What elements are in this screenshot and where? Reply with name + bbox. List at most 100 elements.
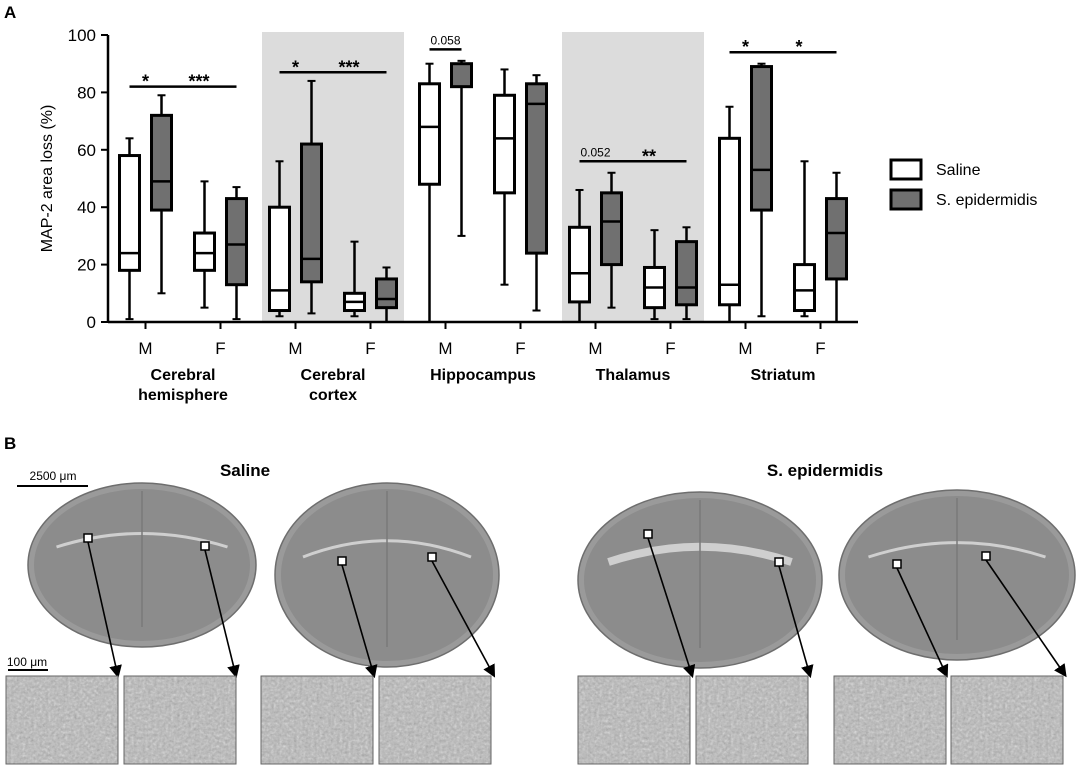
thumbnail-texture — [379, 676, 491, 764]
y-tick-label: 60 — [77, 141, 96, 160]
region-marker — [892, 559, 902, 569]
box-body — [493, 93, 516, 195]
box-body — [118, 154, 141, 272]
group-label: Thalamus — [596, 367, 671, 384]
significance-label: *** — [188, 72, 209, 92]
thumbnail-border — [260, 675, 374, 765]
thumbnail-texture — [578, 676, 690, 764]
x-tick-label: M — [438, 339, 452, 358]
region-arrow — [896, 567, 949, 678]
scalebar-large-label: 2500 μm — [30, 469, 77, 483]
x-tick-label: M — [138, 339, 152, 358]
box-saline — [793, 160, 816, 318]
region-marker — [774, 557, 784, 567]
legend-swatch — [889, 188, 923, 211]
thumbnail-border — [378, 675, 492, 765]
y-tick-label: 40 — [77, 198, 96, 217]
region-marker — [83, 533, 93, 543]
region-marker — [427, 552, 437, 562]
micrograph-thumbnail-image — [5, 675, 119, 765]
brain-section-image — [838, 489, 1076, 678]
x-tick-label: F — [665, 339, 675, 358]
significance-label: *** — [338, 57, 359, 77]
x-tick-label: M — [288, 339, 302, 358]
group-label: Striatum — [751, 367, 816, 384]
brain-section-image — [577, 491, 823, 679]
region-arrow — [431, 560, 496, 678]
region-arrow — [341, 564, 378, 679]
group-label: cortex — [309, 387, 357, 404]
box-body — [268, 205, 291, 313]
x-tick-label: F — [515, 339, 525, 358]
box-body — [568, 225, 591, 304]
micrograph-thumbnail-image — [260, 675, 374, 765]
box-body — [150, 113, 173, 212]
x-tick-label: F — [365, 339, 375, 358]
thumbnail-border — [695, 675, 809, 765]
x-tick-label: F — [215, 339, 225, 358]
group-shading — [262, 32, 704, 322]
panel-b-label: B — [4, 434, 16, 453]
micrograph-title-saline: Saline — [220, 461, 270, 480]
box-sepidermidis — [600, 171, 623, 309]
legend-swatch — [889, 158, 923, 181]
y-tick-label: 100 — [68, 26, 96, 45]
group-label: hemisphere — [138, 387, 228, 404]
box-saline — [193, 180, 216, 309]
significance-label: * — [742, 37, 749, 57]
significance-label: ** — [642, 146, 656, 166]
region-arrow — [87, 541, 122, 679]
region-marker — [337, 556, 347, 566]
box-sepidermidis — [225, 186, 248, 321]
x-tick-label: M — [588, 339, 602, 358]
box-sepidermidis — [825, 171, 848, 323]
micrograph-thumbnail-image — [378, 675, 492, 765]
box-saline — [418, 62, 441, 323]
significance-label: * — [142, 72, 149, 92]
thumbnail-texture — [124, 676, 236, 764]
thumbnail-texture — [951, 676, 1063, 764]
box-saline — [268, 160, 291, 318]
box-sepidermidis — [450, 59, 473, 237]
y-tick-label: 80 — [77, 83, 96, 102]
micrograph-panel: Saline S. epidermidis 2500 μm 100 μm — [5, 461, 1076, 765]
thumbnail-texture — [6, 676, 118, 764]
box-body — [675, 240, 698, 307]
box-body — [793, 263, 816, 313]
micrograph-thumbnail-image — [577, 675, 691, 765]
thumbnail-border — [5, 675, 119, 765]
thumbnail-border — [123, 675, 237, 765]
region-arrow — [647, 537, 696, 679]
box-sepidermidis — [750, 62, 773, 318]
y-tick-label: 20 — [77, 256, 96, 275]
box-body — [193, 231, 216, 272]
box-body — [300, 142, 323, 284]
box-body — [375, 277, 398, 310]
scalebar-small-label: 100 μm — [7, 655, 47, 669]
box-sepidermidis — [150, 94, 173, 295]
y-tick-label: 0 — [87, 313, 96, 332]
box-saline — [568, 188, 591, 323]
region-arrow — [778, 565, 814, 679]
micrograph-thumbnail-image — [950, 675, 1064, 765]
thumbnail-border — [950, 675, 1064, 765]
brain-section-image — [27, 482, 257, 679]
box-body — [750, 65, 773, 212]
box-saline — [643, 229, 666, 321]
box-saline — [493, 68, 516, 286]
thumbnail-texture — [696, 676, 808, 764]
box-saline — [718, 105, 741, 323]
thumbnail-texture — [834, 676, 946, 764]
brain-section-image — [274, 482, 500, 679]
box-body — [225, 197, 248, 287]
x-tick-label: F — [815, 339, 825, 358]
group-label: Cerebral — [151, 367, 216, 384]
group-label: Cerebral — [301, 367, 366, 384]
box-body — [450, 62, 473, 89]
micrograph-thumbnail-image — [833, 675, 947, 765]
